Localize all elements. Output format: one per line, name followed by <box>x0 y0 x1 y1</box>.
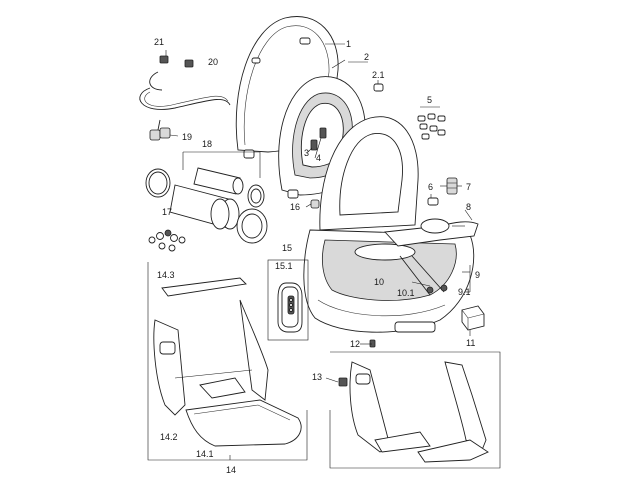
part-21-fittings <box>159 50 194 68</box>
label-6: 6 <box>428 182 433 192</box>
label-2-1: 2.1 <box>372 70 385 80</box>
label-10-1: 10.1 <box>397 288 415 298</box>
label-3: 3 <box>304 148 309 158</box>
label-20: 20 <box>208 57 218 67</box>
part-6-pin <box>427 194 439 206</box>
label-2: 2 <box>364 52 369 62</box>
label-12: 12 <box>350 339 360 349</box>
label-14: 14 <box>226 465 236 475</box>
label-15-1: 15.1 <box>275 261 293 271</box>
callout-labels: 1 2 2.1 3 4 5 6 7 8 9 9.1 10 10.1 11 12 … <box>154 37 480 475</box>
label-17: 17 <box>162 207 172 217</box>
label-8: 8 <box>466 202 471 212</box>
part-13-side-cover-set <box>325 351 501 469</box>
label-18: 18 <box>202 139 212 149</box>
label-15: 15 <box>282 243 292 253</box>
label-4: 4 <box>316 153 321 163</box>
label-14-3: 14.3 <box>157 270 175 280</box>
part-8-bracket <box>384 209 479 247</box>
part-9-10-rods <box>399 255 471 296</box>
label-9-1: 9.1 <box>458 287 471 297</box>
label-19: 19 <box>182 132 192 142</box>
label-11: 11 <box>466 338 475 348</box>
label-5: 5 <box>427 95 432 105</box>
label-21: 21 <box>154 37 164 47</box>
part-2-1-bumper <box>373 80 384 92</box>
label-16: 16 <box>290 202 300 212</box>
leader-lines <box>305 185 471 345</box>
label-14-2: 14.2 <box>160 432 178 442</box>
label-14-1: 14.1 <box>196 449 214 459</box>
part-18-pipe-set <box>145 151 268 244</box>
part-11-block <box>461 305 485 331</box>
part-3-4-hinge-parts <box>307 127 327 159</box>
part-20-hose <box>139 71 231 141</box>
label-13: 13 <box>312 372 322 382</box>
label-7: 7 <box>466 182 471 192</box>
part-19-connector <box>159 127 179 139</box>
part-16-clip <box>310 199 320 209</box>
label-1: 1 <box>346 39 351 49</box>
part-14-side-cover-group <box>147 262 308 461</box>
part-17-washer-set <box>148 229 186 252</box>
part-7-nozzle <box>446 177 462 195</box>
part-15-remote-control <box>267 259 309 341</box>
label-9: 9 <box>475 270 480 280</box>
part-5-buffer-set <box>417 106 446 140</box>
part-12-screw <box>369 339 376 348</box>
label-10: 10 <box>374 277 384 287</box>
